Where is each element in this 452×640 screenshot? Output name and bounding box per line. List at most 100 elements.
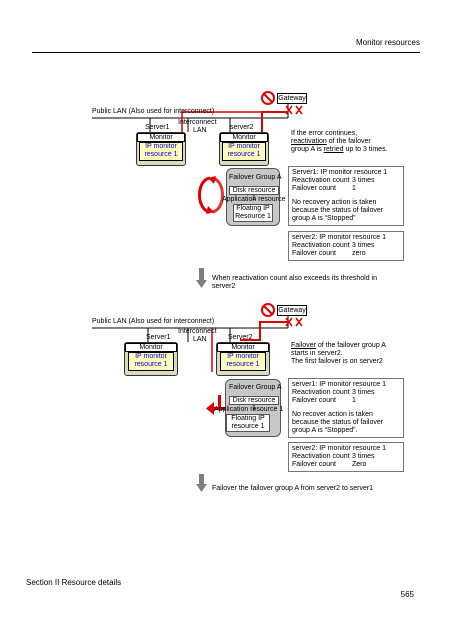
note-label: Failover count (292, 185, 336, 192)
note-underlined: retried (323, 146, 344, 153)
note-line: If the error continues, (291, 130, 358, 137)
server2-status-note-2: server2: IP monitor resource 1 Reactivat… (288, 442, 404, 472)
note-line: No recover action is taken (292, 411, 373, 418)
note-line: The first failover is on server2 (291, 358, 383, 365)
floating-ip-resource-2: Floating IP resource 1 (226, 414, 270, 432)
lan-label-2: LAN (193, 336, 207, 343)
server1-monitor-resource-2: Monitor resource (125, 343, 177, 359)
application-resource-1: Application resource 1 (222, 196, 292, 203)
note-line: Failover of the failover group A (291, 342, 401, 350)
note-value: Zero (352, 461, 367, 468)
server2-label-2: Server2 (228, 334, 253, 341)
note-label: Failover count (292, 250, 336, 257)
transition-text-2: Failover the failover group A from serve… (212, 485, 374, 492)
lan-label-1: LAN (193, 127, 207, 134)
ip-monitor-line2: resource 1 (134, 361, 168, 368)
server2-monitor-resource-2: Monitor resource (217, 343, 269, 359)
note-line: group A is “Stopped”. (292, 427, 358, 434)
ip-monitor-line1: IP monitor (228, 143, 260, 150)
ip-monitor-line2: resource 1 (144, 151, 178, 158)
note-value: zero (352, 250, 366, 257)
retry-note-1: If the error continues, reactivation of … (288, 128, 404, 161)
public-lan-label-1: Public LAN (Also used for interconnect) (92, 108, 215, 115)
note-text: up to 3 times. (343, 146, 388, 153)
page-number: 565 (400, 590, 414, 599)
note-line: group A is “Stopped” (292, 215, 356, 222)
note-title: server1: IP monitor resource 1 (292, 381, 387, 388)
note-text: group A is (291, 146, 324, 153)
page-header-title: Monitor resources (355, 38, 420, 47)
floating-ip-line1: Floating IP (236, 205, 270, 212)
transition-text-1: When reactivation count also exceeds its… (212, 275, 377, 291)
server2-status-note-1: server2: IP monitor resource 1 Reactivat… (288, 231, 404, 261)
note-line: because the status of failover (292, 419, 384, 426)
failover-group-label-1: Failover Group A (229, 174, 282, 181)
note-value: 1 (352, 185, 356, 192)
note-line: No recovery action is taken (292, 199, 377, 206)
floating-ip-line2: Resource 1 (235, 213, 271, 220)
server2-label-1: server2 (230, 124, 254, 131)
ip-monitor-line1: IP monitor (227, 353, 259, 360)
failover-group-label-2: Failover Group A (229, 384, 282, 391)
note-title: Server1: IP monitor resource 1 (292, 169, 388, 176)
note-underlined: reactivation (291, 138, 327, 145)
note-value: 3 times (352, 453, 375, 460)
interconnect-label-1: Interconnect (178, 119, 217, 126)
note-line: because the status of failover (292, 207, 384, 214)
note-title: server2: IP monitor resource 1 (292, 445, 387, 452)
server2-ip-monitor-2: IP monitor resource 1 (220, 352, 266, 371)
disk-resource-2: Disk resource 1 (229, 396, 279, 412)
note-label: Reactivation count (292, 453, 350, 460)
gateway-box-2: Gateway (277, 305, 307, 316)
transition-line: server2 (212, 283, 236, 290)
footer-section: Section II Resource details (26, 578, 122, 587)
ip-monitor-line2: resource 1 (227, 151, 261, 158)
note-label: Failover count (292, 397, 336, 404)
server1-status-note-2: server1: IP monitor resource 1 Reactivat… (288, 378, 404, 438)
server1-label-1: Server1 (145, 124, 170, 131)
disk-resource-1: Disk resource 1 (229, 186, 279, 202)
note-label: Reactivation count (292, 242, 350, 249)
note-line: reactivation of the failover (291, 138, 401, 146)
server1-ip-monitor-1: IP monitor resource 1 (139, 142, 183, 161)
server1-ip-monitor-2: IP monitor resource 1 (128, 352, 174, 371)
failover-note-2: Failover of the failover group A starts … (288, 340, 404, 368)
note-row: Failover count 1 (292, 185, 400, 193)
floating-ip-line1: Floating IP (231, 415, 265, 422)
note-row: Failover count Zero (292, 461, 400, 469)
public-lan-label-2: Public LAN (Also used for interconnect) (92, 318, 215, 325)
note-text: of the failover (326, 138, 371, 145)
note-title: server2: IP monitor resource 1 (292, 234, 387, 241)
note-label: Reactivation count (292, 389, 350, 396)
header-rule (32, 52, 420, 53)
server2-ip-monitor-1: IP monitor resource 1 (222, 142, 266, 161)
server1-label-2: Server1 (146, 334, 171, 341)
note-value: 3 times (352, 177, 375, 184)
application-resource-2: Application resource 1 (214, 406, 284, 413)
floating-ip-resource-1: Floating IP Resource 1 (233, 204, 273, 222)
note-underlined: Failover (291, 342, 316, 349)
note-value: 1 (352, 397, 356, 404)
floating-ip-line2: resource 1 (231, 423, 265, 430)
interconnect-label-2: Interconnect (178, 328, 217, 335)
server1-status-note-1: Server1: IP monitor resource 1 Reactivat… (288, 166, 404, 226)
note-value: 3 times (352, 242, 375, 249)
note-text: of the failover group A (315, 342, 386, 349)
note-line: starts in server2. (291, 350, 343, 357)
ip-monitor-line2: resource 1 (226, 361, 260, 368)
note-label: Reactivation count (292, 177, 350, 184)
note-value: 3 times (352, 389, 375, 396)
ip-monitor-line1: IP monitor (135, 353, 167, 360)
ip-monitor-line1: IP monitor (145, 143, 177, 150)
note-row: Failover count zero (292, 250, 400, 258)
note-row: Failover count 1 (292, 397, 400, 405)
transition-line: When reactivation count also exceeds its… (212, 275, 377, 282)
note-line: group A is retried up to 3 times. (291, 146, 401, 154)
gateway-box-1: Gateway (277, 93, 307, 104)
note-label: Failover count (292, 461, 336, 468)
